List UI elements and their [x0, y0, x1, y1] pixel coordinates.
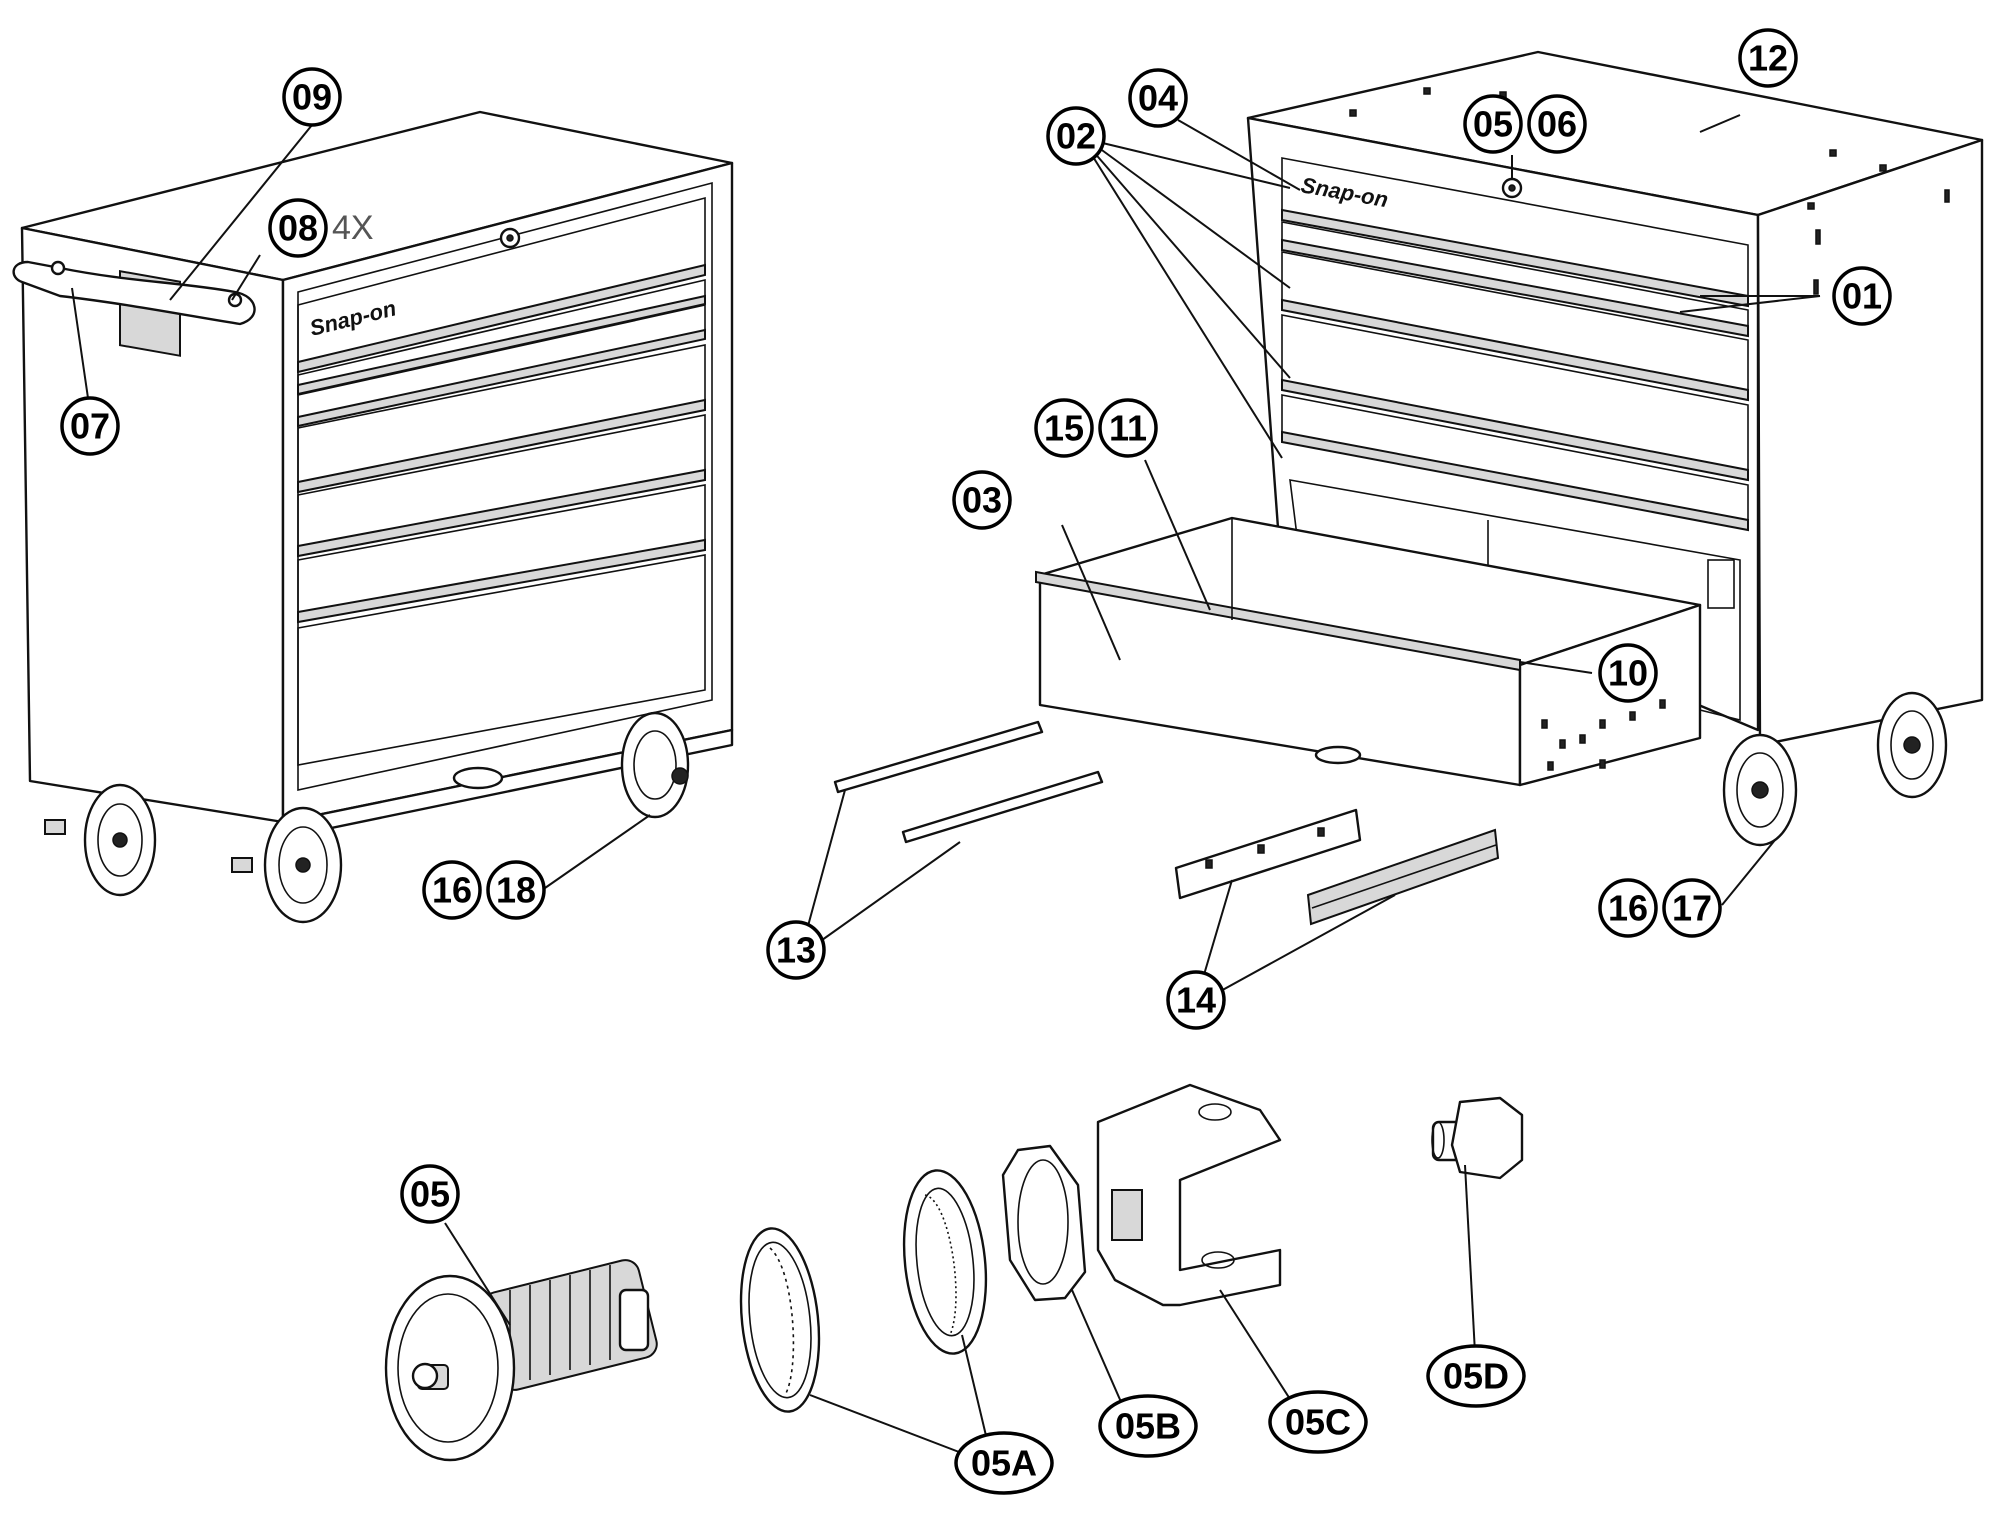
right-caster-front: [1722, 733, 1798, 847]
svg-text:05: 05: [1473, 104, 1513, 145]
right-cabinet-holes: [1349, 87, 1950, 295]
callout-05-lock: 05: [400, 1164, 460, 1224]
svg-text:05: 05: [410, 1174, 450, 1215]
callout-01: 01: [1832, 266, 1892, 326]
callout-05D: 05D: [1426, 1344, 1526, 1408]
callout-06: 06: [1527, 94, 1587, 154]
callout-12: 12: [1738, 28, 1798, 88]
callout-09: 09: [282, 67, 342, 127]
svg-text:10: 10: [1608, 653, 1648, 694]
svg-text:16: 16: [432, 870, 472, 911]
svg-text:04: 04: [1138, 78, 1178, 119]
callout-05B: 05B: [1098, 1394, 1198, 1458]
lock-cylinder: [384, 1259, 658, 1462]
svg-text:02: 02: [1056, 116, 1096, 157]
callout-17: 17: [1662, 878, 1722, 938]
left-caster-front: [263, 806, 343, 924]
svg-text:07: 07: [70, 406, 110, 447]
svg-text:14: 14: [1176, 980, 1216, 1021]
callout-13: 13: [766, 920, 826, 980]
left-caster-rear: [620, 711, 690, 819]
callout-08: 08 4X: [268, 198, 374, 258]
svg-text:18: 18: [496, 870, 536, 911]
quantity-note: 4X: [332, 209, 374, 247]
callout-03: 03: [952, 470, 1012, 530]
callout-04: 04: [1128, 68, 1188, 128]
lock-nut: [1001, 1144, 1087, 1302]
svg-text:09: 09: [292, 77, 332, 118]
svg-text:15: 15: [1044, 408, 1084, 449]
callout-18: 18: [486, 860, 546, 920]
svg-text:05B: 05B: [1115, 1406, 1181, 1447]
svg-text:03: 03: [962, 480, 1002, 521]
callout-15: 15: [1034, 398, 1094, 458]
svg-text:16: 16: [1608, 888, 1648, 929]
svg-text:11: 11: [1109, 408, 1147, 449]
lock-washer-1: [739, 1227, 821, 1413]
svg-text:05D: 05D: [1443, 1356, 1509, 1397]
right-tool-cabinet: Snap-on: [1246, 50, 1984, 847]
callout-14: 14: [1166, 970, 1226, 1030]
svg-text:01: 01: [1842, 276, 1882, 317]
svg-text:08: 08: [278, 208, 318, 249]
callout-16-left: 16: [422, 860, 482, 920]
left-caster-side: [83, 783, 157, 897]
lock-washer-2: [902, 1169, 988, 1355]
drawer-slots: [1541, 699, 1666, 771]
svg-text:13: 13: [776, 930, 816, 971]
svg-text:05C: 05C: [1285, 1402, 1351, 1443]
lock-cam-bracket: [1096, 1083, 1282, 1307]
leader-lines: [71, 114, 1821, 1466]
callout-05C: 05C: [1268, 1390, 1368, 1454]
callout-11: 11: [1098, 398, 1158, 458]
drawer-slides: [1174, 808, 1500, 926]
svg-text:05A: 05A: [971, 1443, 1037, 1484]
callout-05-top: 05: [1463, 94, 1523, 154]
callout-05A: 05A: [954, 1431, 1054, 1495]
svg-text:12: 12: [1748, 38, 1788, 79]
left-tool-cabinet: Snap-on: [12, 110, 734, 924]
callout-07: 07: [60, 396, 120, 456]
svg-text:06: 06: [1537, 104, 1577, 145]
right-caster-rear: [1876, 691, 1948, 799]
lock-cam-screw: [1431, 1096, 1524, 1180]
callout-10: 10: [1598, 643, 1658, 703]
svg-text:17: 17: [1672, 888, 1712, 929]
drawer-liner-strips: [833, 720, 1104, 844]
callout-16-right: 16: [1598, 878, 1658, 938]
callout-02: 02: [1046, 106, 1106, 166]
